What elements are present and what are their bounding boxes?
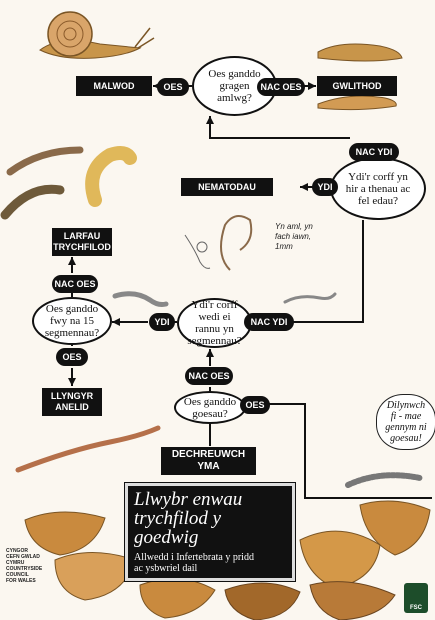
snail-drawing <box>39 11 155 59</box>
fsc-logo: FSC <box>404 583 428 613</box>
question-segmented: Ydi'r corff wedi ei rannu yn segmennau? <box>177 298 252 348</box>
council-logo-text: CYNGOR CEFN GWLAD CYMRU COUNTRYSIDE COUN… <box>6 548 43 584</box>
result-annelid-worms: LLYNGYR ANELID <box>42 388 102 416</box>
millipede-drawing <box>345 472 423 488</box>
question-long-thin: Ydi'r corff yn hir a thenau ac fel edau? <box>330 157 426 220</box>
answer-nac-oes-legs: NAC OES <box>185 367 233 385</box>
earthworm-drawing <box>15 425 161 473</box>
question-fifteen-segments: Oes ganddo fwy na 15 segmennau? <box>32 297 112 345</box>
title-main: Llwybr enwau trychfilod y goedwig <box>134 489 243 548</box>
slug-drawing-top <box>317 43 403 62</box>
answer-oes-legs: OES <box>240 396 270 414</box>
title-panel: Llwybr enwau trychfilod y goedwig Allwed… <box>124 482 296 582</box>
nematode-drawing <box>184 215 253 271</box>
answer-oes-fifteen: OES <box>56 348 88 366</box>
answer-ydi-segmented: YDI <box>149 313 175 331</box>
follow-me-bubble: Dilynwch fi - mae gennym ni goesau! <box>376 394 435 450</box>
result-slugs: GWLITHOD <box>317 76 397 96</box>
leaf-litter <box>24 500 431 620</box>
larva-drawings <box>0 146 137 220</box>
answer-ydi-long-thin: YDI <box>312 178 338 196</box>
start-here: DECHREUWCH YMA <box>161 447 256 475</box>
nematode-size-note: Yn aml, yn fach iawn, 1mm <box>275 222 313 251</box>
question-legs: Oes ganddo goesau? <box>174 391 246 424</box>
result-insect-larvae: LARFAU TRYCHFILOD <box>52 228 112 256</box>
answer-nac-oes-shell: NAC OES <box>257 78 305 96</box>
worm-drawing-small <box>112 291 337 307</box>
result-snails: MALWOD <box>76 76 152 96</box>
result-nematodes: NEMATODAU <box>181 178 273 196</box>
answer-oes-shell: OES <box>157 78 189 96</box>
title-subtitle: Allwedd i Infertebrata y pridd ac ysbwri… <box>134 552 254 574</box>
answer-nac-ydi-long-thin: NAC YDI <box>349 143 399 161</box>
answer-nac-oes-fifteen: NAC OES <box>52 275 98 293</box>
answer-nac-ydi-segmented: NAC YDI <box>244 313 294 331</box>
slug-drawing-bottom <box>317 95 397 111</box>
